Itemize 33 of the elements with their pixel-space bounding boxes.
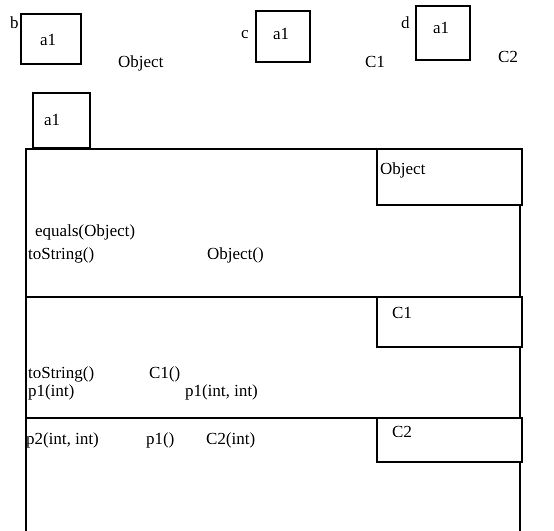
method-label: p1(int, int)	[185, 382, 258, 399]
object-name: a1	[433, 19, 450, 36]
object-name: a1	[40, 31, 56, 48]
method-label: toString()	[28, 364, 94, 381]
method-label: Object()	[207, 245, 264, 262]
object-letter: d	[401, 14, 410, 31]
class-name-tab	[376, 148, 523, 206]
class-label: C1	[365, 53, 385, 70]
class-section	[25, 148, 521, 298]
class-label: C2	[498, 48, 518, 65]
object-letter: c	[241, 24, 249, 41]
class-name-tab	[376, 296, 523, 348]
method-label: p1(int)	[28, 382, 74, 399]
method-label: C2(int)	[206, 430, 256, 447]
class-name: Object	[380, 160, 426, 177]
object-name: a1	[273, 25, 290, 42]
object-box	[20, 13, 82, 65]
class-name: C1	[392, 304, 412, 321]
method-label: p1()	[146, 430, 174, 447]
object-box	[32, 92, 91, 149]
method-label: equals(Object)	[35, 222, 136, 239]
object-letter: b	[10, 14, 18, 31]
method-label: toString()	[28, 245, 94, 262]
class-name: C2	[392, 423, 412, 440]
method-label: C1()	[149, 364, 180, 381]
method-label: p2(int, int)	[26, 430, 99, 447]
class-label: Object	[118, 53, 164, 70]
class-name-tab	[376, 417, 523, 463]
object-box	[255, 10, 311, 63]
class-section	[25, 417, 521, 531]
object-box	[415, 5, 471, 61]
object-name: a1	[44, 111, 60, 128]
class-section	[25, 296, 521, 419]
